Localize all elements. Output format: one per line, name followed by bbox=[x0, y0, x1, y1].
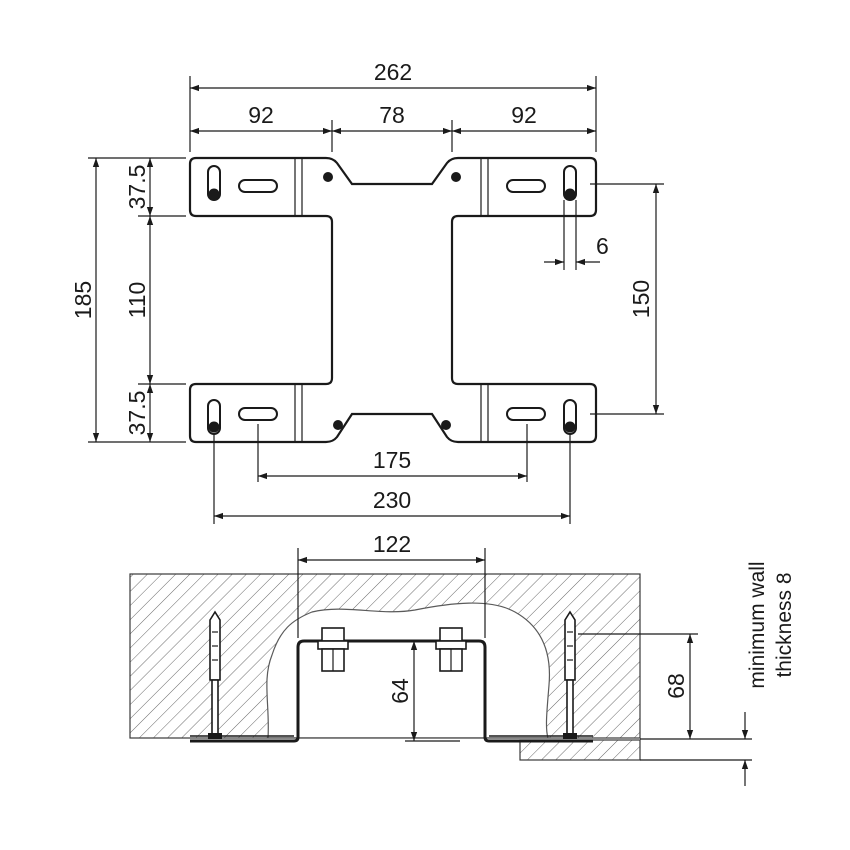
dim-anchor-depth: 68 bbox=[663, 673, 689, 699]
dim-left-section: 92 bbox=[248, 102, 274, 128]
side-view-dimensions: 122 64 68 minimum wall thickness 8 bbox=[297, 531, 796, 786]
horizontal-slot bbox=[238, 179, 278, 193]
dim-outer-holes: 230 bbox=[373, 487, 411, 513]
dim-inner-depth: 64 bbox=[387, 678, 413, 704]
bolt-left bbox=[317, 627, 349, 672]
rivet-dot bbox=[323, 172, 333, 182]
bend-lines bbox=[294, 158, 489, 442]
rivet-dot bbox=[451, 172, 461, 182]
wall-anchor-left bbox=[208, 610, 222, 739]
rivet-dot bbox=[441, 420, 451, 430]
note-min-wall-line1: minimum wall bbox=[746, 561, 769, 688]
wall-cavity bbox=[266, 602, 551, 738]
wall-section-side-view bbox=[129, 573, 641, 761]
rivet-dot bbox=[333, 420, 343, 430]
horizontal-slot bbox=[238, 407, 278, 421]
note-min-wall-line2: thickness 8 bbox=[773, 572, 796, 677]
top-view-dimensions: 262 92 78 92 185 37.5 110 37.5 150 6 bbox=[70, 59, 664, 524]
bracket-profile bbox=[190, 639, 593, 743]
dim-bracket-width: 122 bbox=[373, 531, 411, 557]
dim-overall-height: 185 bbox=[70, 281, 96, 319]
lower-wall-block bbox=[519, 739, 641, 761]
hatched-wall bbox=[130, 574, 640, 738]
dim-top-band: 37.5 bbox=[124, 165, 150, 210]
vertical-mounting-slot bbox=[563, 165, 577, 201]
dim-slot-width: 6 bbox=[596, 233, 609, 259]
vertical-mounting-slot bbox=[207, 399, 221, 435]
wall-outline bbox=[129, 573, 641, 739]
dim-middle: 110 bbox=[124, 282, 150, 319]
dim-inner-slots: 175 bbox=[373, 447, 411, 473]
dim-center-section: 78 bbox=[379, 102, 405, 128]
bracket-plate-outline bbox=[188, 156, 598, 444]
vertical-mounting-slot bbox=[207, 165, 221, 201]
horizontal-slot bbox=[506, 407, 546, 421]
dim-right-section: 92 bbox=[511, 102, 537, 128]
dim-overall-width: 262 bbox=[374, 59, 412, 85]
horizontal-slot bbox=[506, 179, 546, 193]
bracket-plate-top-view bbox=[188, 156, 598, 444]
vertical-mounting-slot bbox=[563, 399, 577, 435]
dim-bottom-band: 37.5 bbox=[124, 391, 150, 436]
dim-right-hole-spacing: 150 bbox=[628, 280, 654, 318]
bolt-right bbox=[435, 627, 467, 672]
wall-anchor-right bbox=[563, 610, 577, 739]
